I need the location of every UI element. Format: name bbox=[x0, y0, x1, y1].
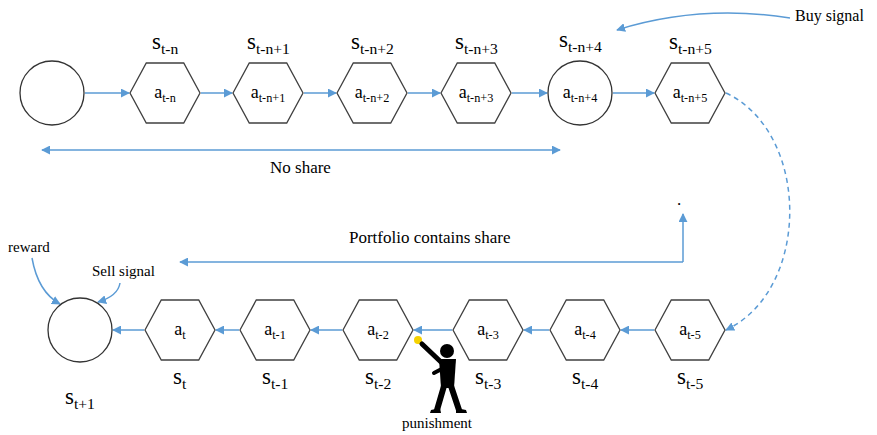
action-hexagon: at-3st-3 bbox=[452, 299, 524, 361]
annotation-label: Portfolio contains share bbox=[349, 228, 510, 248]
action-hexagon: st-n+1at-n+1 bbox=[232, 62, 304, 124]
flow-arrow bbox=[621, 329, 654, 331]
action-hexagon: at-2st-2 bbox=[342, 299, 414, 361]
state-label: st-5 bbox=[677, 363, 703, 391]
state-circle: st-n+4at-n+4 bbox=[547, 60, 613, 126]
action-label: at-n+3 bbox=[459, 82, 494, 104]
flow-arrow bbox=[304, 92, 336, 94]
no-share-span bbox=[42, 149, 560, 151]
buy-signal-arrow bbox=[617, 13, 790, 30]
state-label: st-2 bbox=[365, 363, 391, 391]
flow-arrow bbox=[311, 329, 342, 331]
state-label: st+1 bbox=[65, 383, 95, 411]
action-label: at-5 bbox=[679, 319, 701, 341]
action-hexagon: st-n+2at-n+2 bbox=[336, 62, 408, 124]
state-label: st-n+4 bbox=[559, 26, 602, 54]
annotation-label: No share bbox=[270, 158, 331, 178]
state-circle bbox=[19, 60, 85, 126]
action-hexagon: atst bbox=[144, 299, 216, 361]
flow-arrow bbox=[216, 329, 239, 331]
action-hexagon: at-4st-4 bbox=[549, 299, 621, 361]
action-hexagon: st-n+5at-n+5 bbox=[654, 62, 726, 124]
circle-outline bbox=[47, 297, 113, 363]
reward-arrow bbox=[32, 258, 60, 304]
portfolio-span bbox=[180, 261, 683, 263]
sell-signal-arrow bbox=[98, 283, 120, 302]
flow-arrow bbox=[85, 92, 129, 94]
action-label: at-n+1 bbox=[251, 82, 286, 104]
state-label: st-3 bbox=[475, 363, 501, 391]
flow-arrow bbox=[414, 329, 452, 331]
action-label: at bbox=[174, 319, 185, 341]
flow-arrow bbox=[613, 92, 654, 94]
flow-arrow bbox=[113, 329, 144, 331]
action-hexagon: at-5st-5 bbox=[654, 299, 726, 361]
action-label: at-n+5 bbox=[673, 82, 708, 104]
circle-outline bbox=[19, 60, 85, 126]
state-label: st-4 bbox=[572, 363, 598, 391]
action-label: at-1 bbox=[264, 319, 286, 341]
state-label: st-1 bbox=[262, 363, 288, 391]
state-label: st-n+3 bbox=[455, 28, 498, 56]
action-label: at-n bbox=[154, 82, 176, 104]
state-circle: st+1 bbox=[47, 297, 113, 363]
state-label: st-n+2 bbox=[351, 28, 394, 56]
portfolio-bracket-up bbox=[682, 214, 684, 262]
annotation-label: punishment bbox=[402, 414, 472, 432]
punisher-figure bbox=[414, 336, 467, 413]
annotation-label: reward bbox=[8, 238, 50, 256]
annotation-label: . bbox=[677, 190, 681, 210]
state-label: st-n bbox=[152, 28, 178, 56]
flow-arrow bbox=[524, 329, 549, 331]
action-label: at-2 bbox=[367, 319, 389, 341]
state-label: st-n+1 bbox=[247, 28, 290, 56]
state-label: st-n+5 bbox=[669, 28, 712, 56]
flow-arrow bbox=[201, 92, 232, 94]
dashed-flow-arrow bbox=[726, 93, 790, 330]
state-label: st bbox=[173, 363, 186, 391]
action-hexagon: st-nat-n bbox=[129, 62, 201, 124]
flow-arrow bbox=[512, 92, 547, 94]
annotation-label: Sell signal bbox=[92, 262, 155, 280]
annotation-label: Buy signal bbox=[795, 6, 864, 25]
action-hexagon: at-1st-1 bbox=[239, 299, 311, 361]
action-label: at-4 bbox=[574, 319, 596, 341]
action-hexagon: st-n+3at-n+3 bbox=[440, 62, 512, 124]
action-label: at-n+2 bbox=[355, 82, 390, 104]
action-label: at-n+4 bbox=[563, 82, 598, 104]
action-label: at-3 bbox=[477, 319, 499, 341]
flow-arrow bbox=[408, 92, 440, 94]
